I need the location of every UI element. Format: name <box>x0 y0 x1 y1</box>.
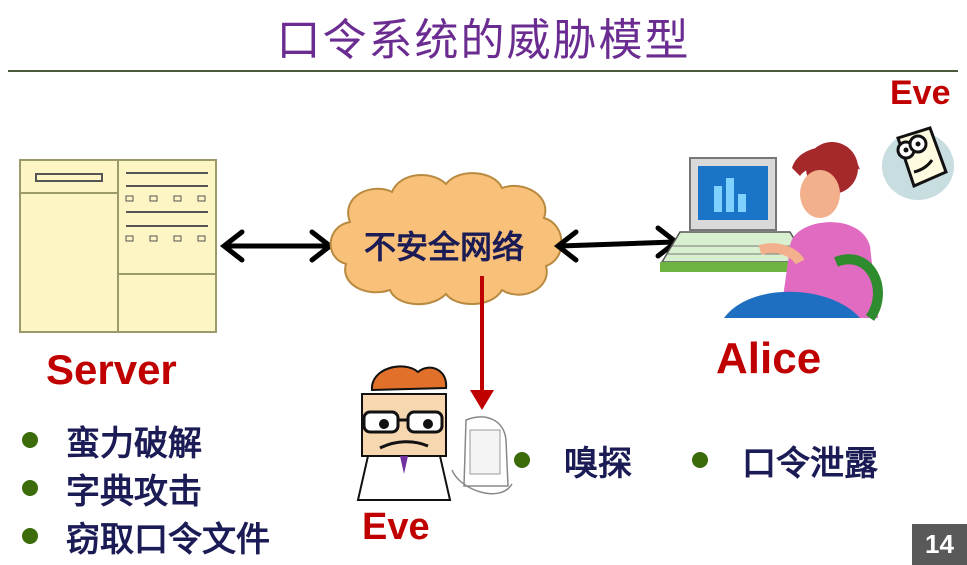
threat-label: 嗅探 <box>564 443 632 484</box>
list-item: 蛮力破解 <box>22 416 270 464</box>
threat-label: 口令泄露 <box>742 443 878 484</box>
eve-bottom-icon <box>356 365 513 501</box>
eve-threat-list: 嗅探 口令泄露 <box>514 436 878 484</box>
sniffing-arrow <box>470 276 494 410</box>
alice-label: Alice <box>716 334 822 383</box>
server-label: Server <box>46 346 177 393</box>
threat-label: 蛮力破解 <box>66 423 202 464</box>
bullet-dot <box>22 528 38 544</box>
eve-bottom-label: Eve <box>362 506 430 548</box>
threat-label: 字典攻击 <box>66 471 202 512</box>
page-number: 14 <box>912 524 967 565</box>
eve-top-icon <box>882 126 954 200</box>
alice-icon <box>660 142 883 321</box>
list-item: 字典攻击 <box>22 464 270 512</box>
server-icon <box>19 159 217 333</box>
title-divider <box>8 70 958 72</box>
list-item: 窃取口令文件 <box>22 512 270 560</box>
bullet-dot <box>22 480 38 496</box>
bullet-dot <box>514 452 530 468</box>
eve-top-label: Eve <box>890 74 951 112</box>
slide-title: 口令系统的威胁模型 <box>276 15 691 66</box>
server-threat-list: 蛮力破解 字典攻击 窃取口令文件 <box>22 416 270 560</box>
network-alice-arrow <box>553 225 681 263</box>
threat-label: 窃取口令文件 <box>66 519 270 560</box>
server-network-arrow <box>219 229 335 263</box>
cloud-icon <box>329 172 563 306</box>
network-label: 不安全网络 <box>363 228 524 266</box>
bullet-dot <box>22 432 38 448</box>
bullet-dot <box>692 452 708 468</box>
